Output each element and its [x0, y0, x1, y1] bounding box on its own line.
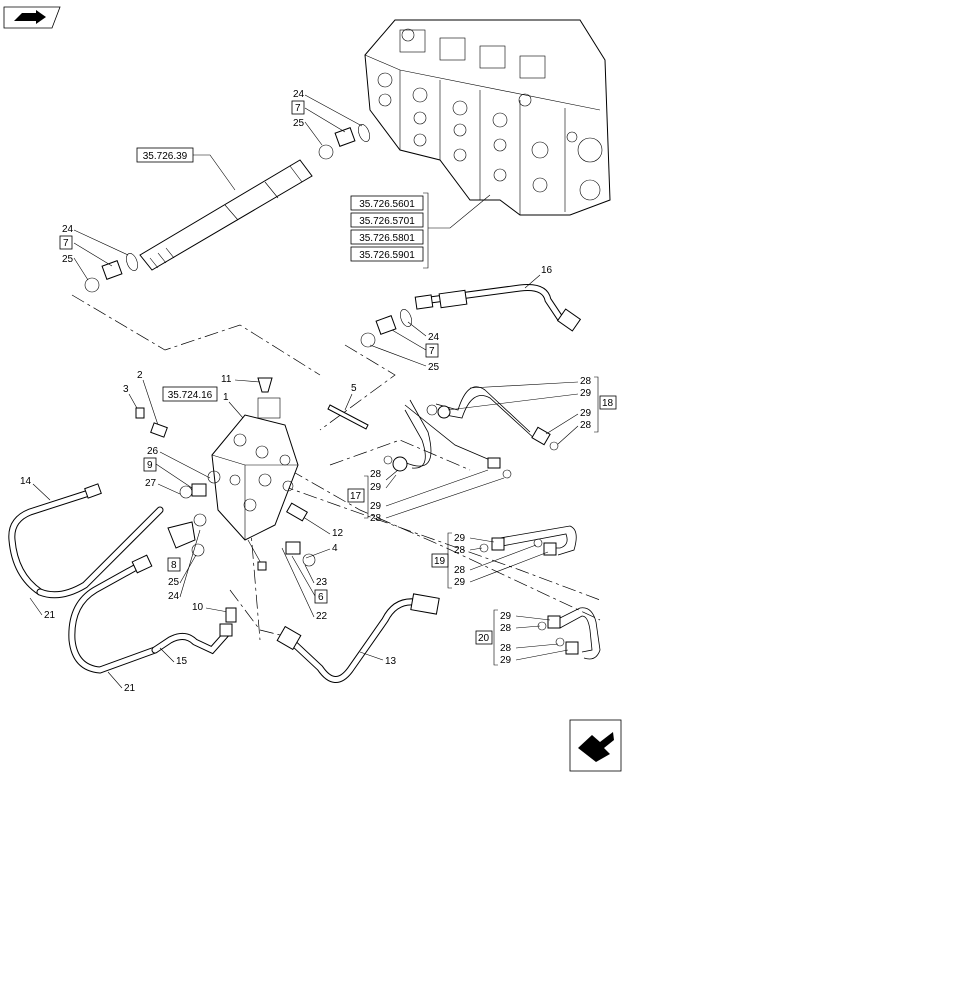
callout-label: 24 — [293, 89, 305, 100]
hose-14-21: 14 21 — [8, 476, 164, 621]
ref-35-724-16[interactable]: 35.724.16 — [162, 386, 218, 402]
callout-label: 27 — [145, 478, 157, 489]
next-page-icon[interactable] — [569, 719, 622, 772]
callout-label: 6 — [318, 592, 324, 603]
callout-label: 16 — [541, 265, 553, 276]
callout-label: 7 — [295, 103, 301, 114]
hose-13: 13 — [276, 593, 440, 683]
callout-label: 35.724.16 — [168, 390, 213, 401]
fitting-group-mid: 24 7 25 — [360, 309, 440, 373]
main-control-valve — [364, 19, 611, 216]
callout-label: 17 — [350, 491, 362, 502]
callout-label: 35.726.39 — [143, 151, 188, 162]
callout-label: 20 — [478, 633, 490, 644]
callout-label: 28 — [580, 376, 592, 387]
callout-label: 21 — [44, 610, 56, 621]
ref-group-35-726[interactable]: 35.726.5601 35.726.5701 35.726.5801 35.7… — [350, 195, 424, 262]
callout-label: 11 — [221, 374, 232, 385]
callout-label: 8 — [171, 560, 177, 571]
hose-16: 16 — [414, 265, 582, 332]
callout-label: 1 — [223, 392, 229, 403]
callout-label: 25 — [168, 577, 180, 588]
callout-label: 35.726.5701 — [359, 216, 415, 227]
callout-label: 12 — [332, 528, 344, 539]
auxiliary-valve — [211, 377, 299, 571]
callouts-center: 2 3 11 1 5 26 9 27 8 25 24 12 4 — [123, 370, 369, 623]
callout-label: 14 — [20, 476, 32, 487]
ref-35-726-39[interactable]: 35.726.39 — [136, 147, 194, 163]
callout-label: 28 — [500, 643, 512, 654]
callout-label: 4 — [332, 543, 338, 554]
callout-label: 28 — [454, 565, 466, 576]
hose-21-lower: 21 — [68, 554, 159, 694]
fitting-group-left: 24 7 25 — [59, 224, 138, 293]
hose-15: 15 — [151, 623, 233, 667]
callout-label: 29 — [580, 408, 592, 419]
drive-shaft — [139, 159, 313, 271]
callout-label: 15 — [176, 656, 188, 667]
pipe-17: 28 29 17 29 28 — [347, 399, 512, 524]
callout-label: 7 — [429, 346, 435, 357]
pipe-18: 28 29 29 28 18 — [426, 376, 617, 451]
callout-label: 5 — [351, 383, 357, 394]
callout-label: 28 — [370, 469, 382, 480]
callout-label: 35.726.5601 — [359, 199, 415, 210]
callout-label: 25 — [428, 362, 440, 373]
callout-label: 35.726.5901 — [359, 250, 415, 261]
pipe-19: 29 28 19 28 29 — [431, 525, 577, 589]
callout-label: 29 — [580, 388, 592, 399]
callout-label: 23 — [316, 577, 328, 588]
callout-label: 24 — [62, 224, 74, 235]
callout-label: 22 — [316, 611, 328, 622]
callout-label: 24 — [428, 332, 440, 343]
callout-label: 29 — [454, 533, 466, 544]
fitting-group-top: 24 7 25 — [291, 89, 370, 160]
callout-label: 28 — [500, 623, 512, 634]
callout-label: 28 — [580, 420, 592, 431]
callout-label: 29 — [454, 577, 466, 588]
book-nav-icon[interactable] — [3, 6, 61, 29]
callout-label: 25 — [293, 118, 305, 129]
callout-label: 29 — [370, 501, 382, 512]
callout-label: 26 — [147, 446, 159, 457]
callout-label: 29 — [500, 611, 512, 622]
callout-label: 2 — [137, 370, 143, 381]
pipe-20: 29 28 20 28 29 — [475, 607, 601, 666]
callout-label: 24 — [168, 591, 180, 602]
callout-label: 10 — [192, 602, 204, 613]
callout-label: 18 — [602, 398, 614, 409]
callout-label: 3 — [123, 384, 129, 395]
callout-label: 28 — [370, 513, 382, 524]
callout-label: 28 — [454, 545, 466, 556]
callout-label: 21 — [124, 683, 136, 694]
callout-label: 13 — [385, 656, 397, 667]
callout-label: 7 — [63, 238, 69, 249]
callout-label: 25 — [62, 254, 74, 265]
callout-label: 19 — [434, 556, 446, 567]
callout-label: 29 — [500, 655, 512, 666]
callout-label: 35.726.5801 — [359, 233, 415, 244]
callout-label: 9 — [147, 460, 153, 471]
callout-label: 29 — [370, 482, 382, 493]
